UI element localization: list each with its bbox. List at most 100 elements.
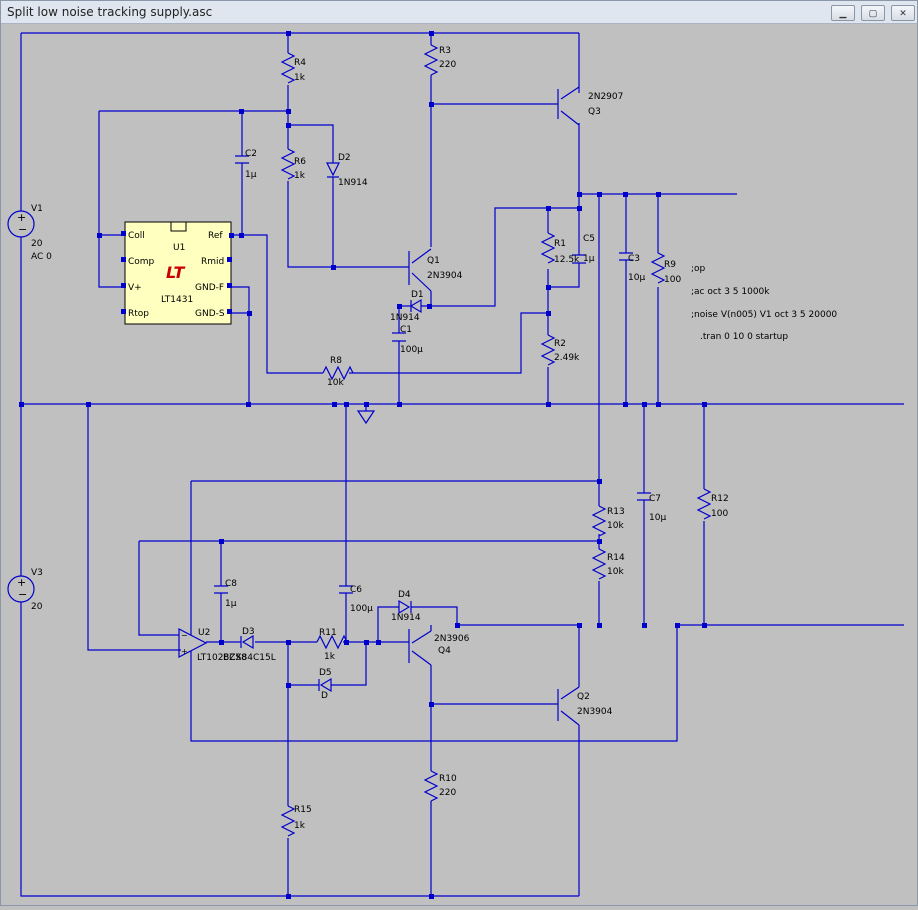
c3-name: C3 bbox=[628, 254, 640, 264]
schematic-svg[interactable]: +− +− LT −+ bbox=[1, 24, 917, 905]
c8-name: C8 bbox=[225, 579, 237, 589]
u1-pin-rtop: Rtop bbox=[128, 309, 149, 319]
u1-pin-gndf: GND-F bbox=[195, 283, 224, 293]
c6-name: C6 bbox=[350, 585, 362, 595]
c2-value: 1µ bbox=[245, 170, 257, 180]
svg-text:−: − bbox=[18, 223, 27, 236]
c1-symbol bbox=[392, 332, 406, 342]
r4-symbol bbox=[280, 52, 296, 84]
d5-symbol bbox=[318, 677, 332, 693]
r15-symbol bbox=[280, 805, 296, 837]
diodes bbox=[240, 162, 422, 693]
r4-value: 1k bbox=[294, 73, 306, 83]
maximize-icon[interactable]: ▢ bbox=[861, 5, 885, 21]
r15-name: R15 bbox=[294, 805, 312, 815]
d2-name: D2 bbox=[338, 153, 351, 163]
r14-name: R14 bbox=[607, 553, 625, 563]
svg-text:−: − bbox=[18, 588, 27, 601]
title-bar: Split low noise tracking supply.asc ▁ ▢ … bbox=[1, 1, 917, 24]
u1-pin-rmid: Rmid bbox=[201, 257, 224, 267]
r2-name: R2 bbox=[554, 339, 566, 349]
r12-name: R12 bbox=[711, 494, 729, 504]
r1-symbol bbox=[540, 232, 556, 264]
svg-text:+: + bbox=[17, 211, 26, 224]
v1-value: 20 bbox=[31, 239, 43, 249]
v3-value: 20 bbox=[31, 602, 43, 612]
d5-name: D5 bbox=[319, 668, 332, 678]
d4-name: D4 bbox=[398, 590, 411, 600]
r9-name: R9 bbox=[664, 260, 676, 270]
r12-symbol bbox=[696, 488, 712, 520]
u1-pin-gnds: GND-S bbox=[195, 309, 225, 319]
r1-name: R1 bbox=[554, 239, 566, 249]
d4-symbol bbox=[398, 599, 412, 615]
r15-value: 1k bbox=[294, 821, 306, 831]
spice-tran: .tran 0 10 0 startup bbox=[700, 332, 788, 342]
r2-symbol bbox=[540, 334, 556, 366]
q1-name: Q1 bbox=[427, 256, 440, 266]
r14-symbol bbox=[591, 548, 607, 580]
spice-noise: ;noise V(n005) V1 oct 3 5 20000 bbox=[691, 310, 837, 320]
q3-model: 2N2907 bbox=[588, 92, 623, 102]
r2-value: 2.49k bbox=[554, 353, 580, 363]
c8-symbol bbox=[214, 585, 228, 594]
r8-value: 10k bbox=[327, 378, 344, 388]
spice-op: ;op bbox=[691, 264, 706, 274]
r13-value: 10k bbox=[607, 521, 624, 531]
schematic-canvas[interactable]: +− +− LT −+ bbox=[1, 24, 917, 905]
close-icon[interactable]: ✕ bbox=[891, 5, 915, 21]
r13-name: R13 bbox=[607, 507, 625, 517]
r3-name: R3 bbox=[439, 46, 451, 56]
u1-value: LT1431 bbox=[161, 295, 193, 305]
r8-name: R8 bbox=[330, 356, 342, 366]
capacitors bbox=[214, 155, 651, 594]
u1-name: U1 bbox=[173, 243, 185, 253]
opamp-u2[interactable]: −+ bbox=[178, 628, 208, 658]
voltage-sources: +− +− bbox=[7, 210, 35, 603]
q3-name: Q3 bbox=[588, 107, 601, 117]
minimize-icon[interactable]: ▁ bbox=[831, 5, 855, 21]
d3-name: D3 bbox=[242, 627, 255, 637]
q4-model: 2N3906 bbox=[434, 634, 470, 644]
r13-symbol bbox=[591, 505, 607, 537]
v1-name: V1 bbox=[31, 204, 43, 214]
d3-symbol bbox=[240, 634, 254, 650]
r1-value: 12.5k bbox=[554, 255, 580, 265]
c2-name: C2 bbox=[245, 149, 257, 159]
svg-text:−: − bbox=[181, 631, 188, 640]
u1-pin-comp: Comp bbox=[128, 257, 155, 267]
q1-model: 2N3904 bbox=[427, 271, 463, 281]
r10-name: R10 bbox=[439, 774, 457, 784]
svg-text:+: + bbox=[17, 576, 26, 589]
window-title: Split low noise tracking supply.asc bbox=[7, 5, 213, 19]
d1-value: 1N914 bbox=[390, 313, 420, 323]
r6-value: 1k bbox=[294, 171, 306, 181]
r11-name: R11 bbox=[319, 628, 337, 638]
d4-value: 1N914 bbox=[391, 613, 421, 623]
d5-value: D bbox=[321, 691, 328, 701]
c3-value: 10µ bbox=[628, 273, 645, 283]
c3-symbol bbox=[619, 252, 633, 261]
c5-value: 1µ bbox=[583, 254, 595, 264]
resistors bbox=[280, 44, 712, 837]
lt-logo-icon: LT bbox=[166, 263, 186, 282]
r9-value: 100 bbox=[664, 275, 681, 285]
d1-name: D1 bbox=[411, 290, 424, 300]
q4-name: Q4 bbox=[438, 646, 451, 656]
d2-value: 1N914 bbox=[338, 178, 368, 188]
r14-value: 10k bbox=[607, 567, 624, 577]
r3-symbol bbox=[423, 44, 439, 76]
d3-value: BZX84C15L bbox=[223, 653, 276, 663]
r8-symbol bbox=[322, 365, 354, 381]
u1-pin-vplus: V+ bbox=[128, 283, 142, 293]
r3-value: 220 bbox=[439, 60, 456, 70]
svg-text:+: + bbox=[181, 647, 188, 656]
u2-name: U2 bbox=[198, 628, 210, 638]
r6-symbol bbox=[280, 148, 296, 180]
lt1431-chip[interactable]: LT bbox=[124, 221, 232, 325]
c7-name: C7 bbox=[649, 494, 661, 504]
u2-value: LT1028CS8 bbox=[197, 653, 247, 663]
r12-value: 100 bbox=[711, 509, 728, 519]
r11-value: 1k bbox=[324, 652, 336, 662]
